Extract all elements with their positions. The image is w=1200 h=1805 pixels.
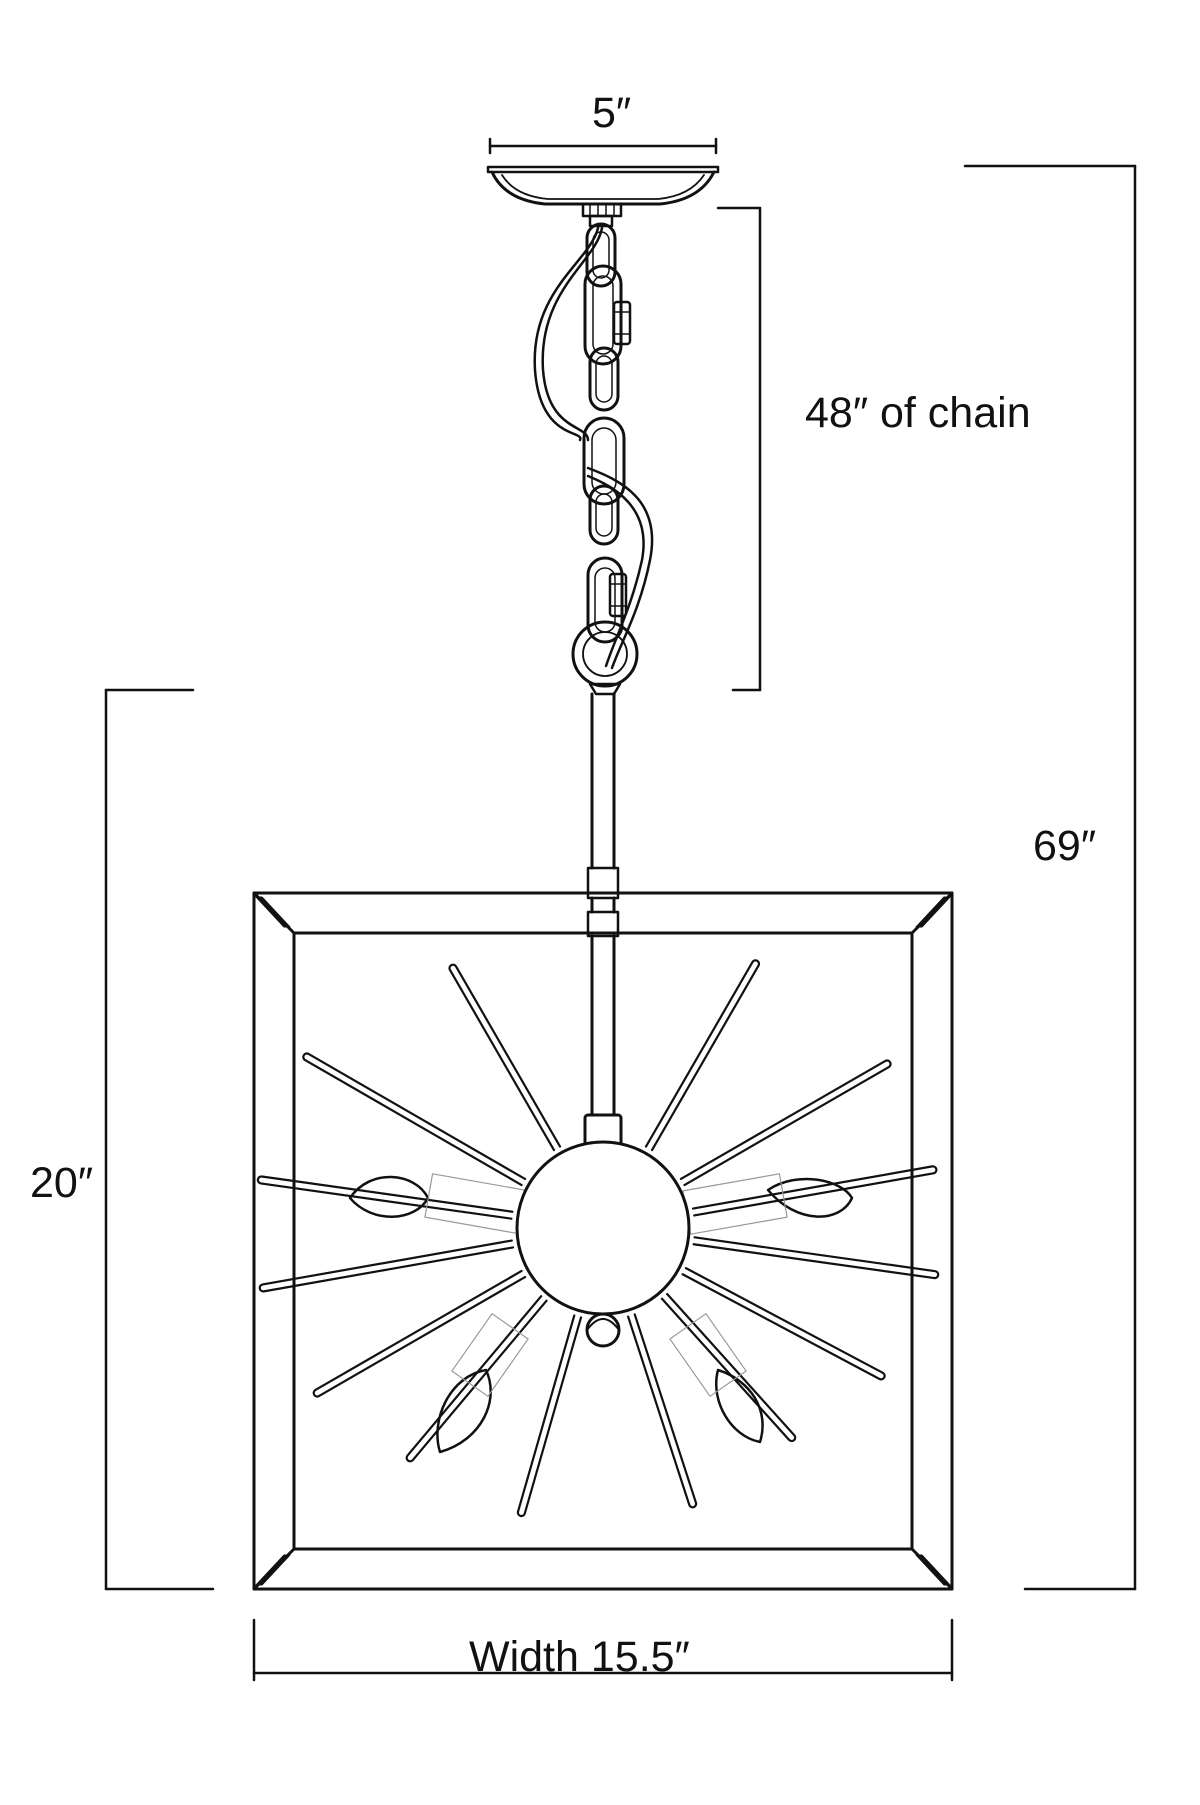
sputnik-arm-1 — [448, 963, 562, 1152]
dimension-lines — [104, 137, 1137, 1682]
body-height-label: 20″ — [30, 1159, 94, 1207]
sputnik-arm-13 — [516, 1314, 583, 1518]
sputnik-arm-2 — [644, 959, 761, 1152]
center-sphere — [515, 1140, 691, 1348]
sputnik-arm-8 — [692, 1236, 940, 1280]
sputnik-arm-11 — [405, 1295, 548, 1463]
overall-height-label: 69″ — [1033, 822, 1097, 870]
width-label: Width 15.5″ — [469, 1633, 690, 1681]
sputnik-arm-6 — [691, 1165, 938, 1217]
sputnik-arm-3 — [302, 1052, 527, 1187]
sputnik-arm-9 — [312, 1269, 527, 1398]
sputnik-arm-7 — [258, 1239, 515, 1293]
square-frame — [252, 891, 954, 1591]
sputnik-arms — [256, 959, 940, 1518]
canopy-width-label: 5″ — [592, 89, 632, 137]
canopy — [486, 165, 720, 228]
sputnik-arm-14 — [627, 1313, 698, 1509]
sputnik-arm-12 — [660, 1292, 797, 1443]
chain-length-label: 48″ of chain — [805, 389, 1031, 437]
sputnik-arm-5 — [256, 1175, 514, 1220]
power-cord — [533, 226, 654, 670]
sputnik-arm-10 — [681, 1267, 886, 1381]
chain — [571, 222, 639, 696]
sputnik-arm-4 — [679, 1059, 892, 1187]
downrod — [583, 692, 623, 1157]
